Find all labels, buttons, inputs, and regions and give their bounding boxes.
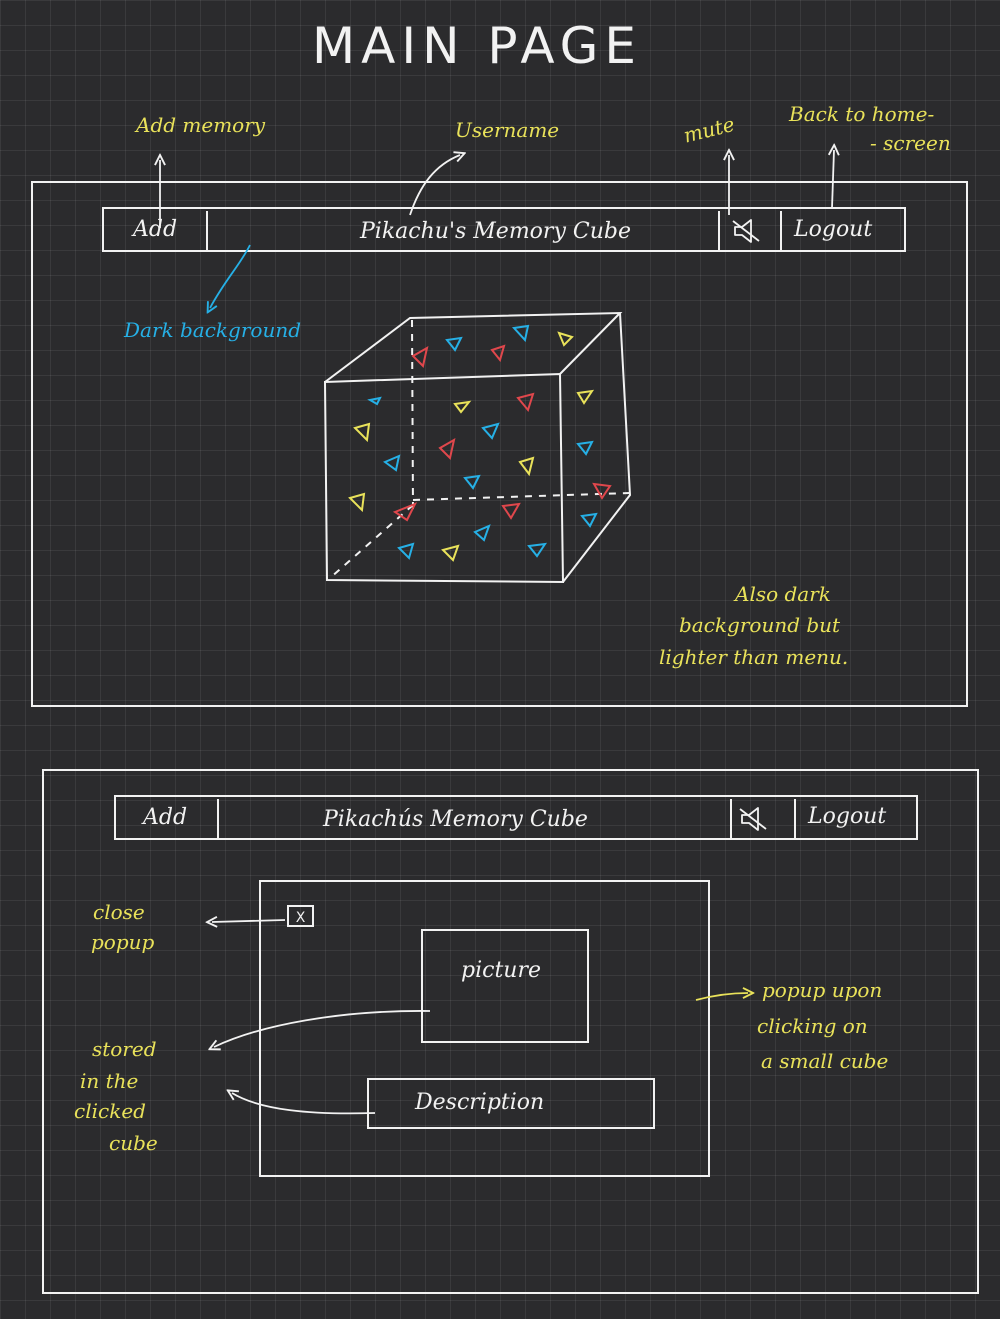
- annotation-back-home-line2: - screen: [870, 131, 951, 155]
- memory-popup: X picture Description: [259, 880, 710, 1177]
- annotation-lighter-line1: Also dark: [735, 582, 831, 606]
- menu-divider: [794, 799, 796, 839]
- logout-button[interactable]: Logout: [794, 217, 873, 242]
- annotation-stored-line1: stored: [92, 1037, 157, 1061]
- menu-divider: [718, 211, 720, 251]
- username-title: Pikachu's Memory Cube: [360, 219, 631, 244]
- annotation-lighter-line2: background but: [679, 613, 841, 637]
- menu-divider: [730, 799, 732, 839]
- close-popup-button[interactable]: X: [287, 905, 314, 927]
- annotation-mute: mute: [680, 111, 737, 148]
- menu-divider: [206, 211, 208, 251]
- annotation-stored-line3: clicked: [74, 1099, 146, 1123]
- annotation-stored-line2: in the: [80, 1069, 139, 1093]
- annotation-lighter-line3: lighter than menu.: [659, 645, 849, 669]
- menu-bar: Add Pikachu's Memory Cube Logout: [102, 207, 906, 252]
- add-button[interactable]: Add: [133, 217, 178, 242]
- page-title: MAIN PAGE: [312, 17, 643, 75]
- close-icon: X: [295, 910, 306, 926]
- menu-divider: [780, 211, 782, 251]
- annotation-add-memory: Add memory: [136, 113, 266, 137]
- logout-button[interactable]: Logout: [808, 804, 887, 829]
- mute-icon[interactable]: [738, 806, 774, 832]
- description-label: Description: [415, 1090, 545, 1115]
- annotation-popup-line3: a small cube: [761, 1049, 889, 1073]
- popup-screen-frame: [42, 769, 979, 1294]
- picture-label: picture: [461, 958, 541, 983]
- annotation-dark-background: Dark background: [124, 318, 302, 342]
- annotation-back-home-line1: Back to home-: [789, 102, 935, 126]
- menu-divider: [217, 799, 219, 839]
- annotation-stored-line4: cube: [109, 1131, 158, 1155]
- annotation-close-line1: close: [93, 900, 145, 924]
- mute-icon[interactable]: [731, 218, 767, 244]
- main-screen-frame: [31, 181, 968, 707]
- annotation-popup-line2: clicking on: [757, 1014, 868, 1038]
- description-box: Description: [367, 1078, 655, 1129]
- picture-box: picture: [421, 929, 589, 1043]
- annotation-popup-line1: popup upon: [762, 978, 883, 1002]
- username-title: Pikachús Memory Cube: [323, 807, 588, 832]
- annotation-close-line2: popup: [91, 930, 155, 954]
- add-button[interactable]: Add: [143, 805, 188, 830]
- menu-bar: Add Pikachús Memory Cube Logout: [114, 795, 918, 840]
- annotation-username: Username: [455, 118, 560, 142]
